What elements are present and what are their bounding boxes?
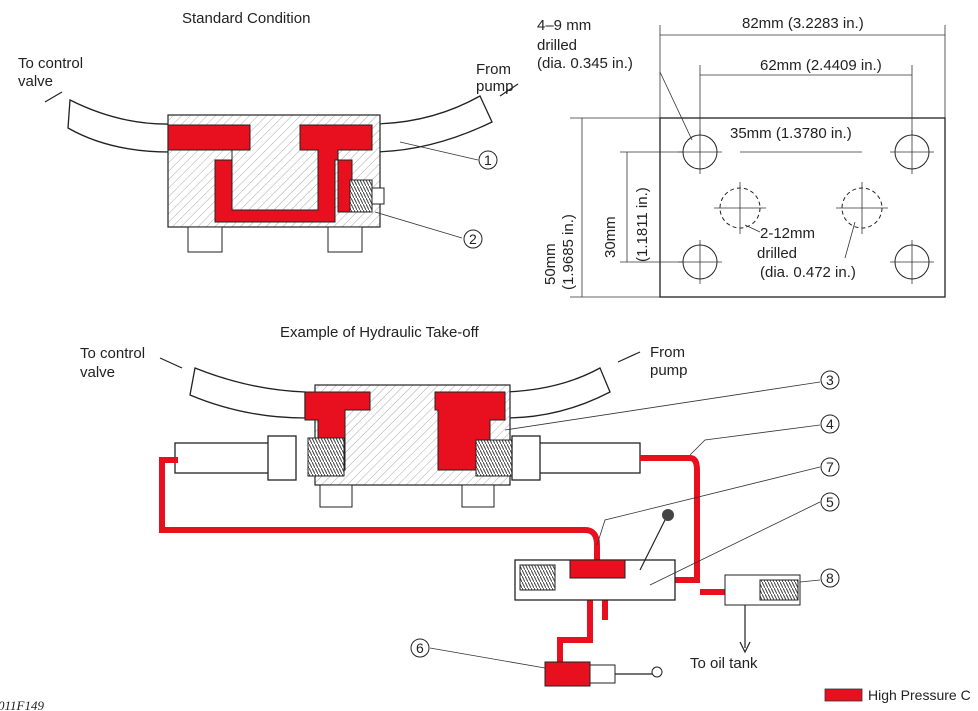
drilled-holes-12mm — [714, 182, 888, 234]
callout-3 — [820, 370, 840, 390]
mounting-plate-drawing: 82mm (3.2283 in.) 62mm (2.4409 in.) 35mm… — [537, 15, 946, 298]
callout-5-label: 5 — [826, 494, 834, 510]
height-50-label-1: 50mm — [542, 243, 559, 285]
callout-6 — [410, 638, 430, 658]
small-hole-label-1: 2-12mm — [760, 225, 815, 242]
arrow-icon — [617, 351, 641, 363]
lever-knob[interactable] — [662, 509, 674, 521]
width-82-label: 82mm (3.2283 in.) — [742, 15, 864, 32]
standard-title: Standard Condition — [182, 10, 310, 27]
hole-label-3: (dia. 0.345 in.) — [537, 55, 633, 72]
arrow-icon — [499, 83, 519, 97]
to-control-valve-label-1: To control — [18, 55, 83, 72]
callout-1-label: 1 — [484, 152, 492, 168]
small-hole-label-3: (dia. 0.472 in.) — [760, 264, 856, 281]
example-title: Example of Hydraulic Take-off — [280, 324, 480, 341]
legend-label: High Pressure C — [868, 687, 971, 703]
arrow-icon — [44, 91, 63, 103]
small-hole-label-2: drilled — [757, 245, 797, 262]
bolt-nut — [187, 226, 223, 253]
cylinder-line — [557, 600, 593, 665]
hose-fitting-right — [524, 442, 641, 474]
callout-1 — [478, 150, 498, 170]
from-pump-label-2: pump — [476, 78, 514, 95]
hydraulic-cylinder — [544, 661, 591, 687]
right-pipe — [369, 95, 493, 153]
width-62-label: 62mm (2.4409 in.) — [760, 57, 882, 74]
valve-lever[interactable] — [639, 519, 666, 571]
bolt-nut — [327, 226, 363, 253]
standard-condition-section: Standard Condition To control valve From… — [18, 10, 519, 253]
callout-2 — [463, 229, 483, 249]
callout-4-label: 4 — [826, 416, 834, 432]
callout-6-label: 6 — [416, 640, 424, 656]
to-oil-tank-label: To oil tank — [690, 655, 758, 672]
pressure-line — [630, 455, 700, 583]
callout-4 — [820, 414, 840, 434]
plug-thread — [349, 179, 373, 213]
example-to-control-valve-2: valve — [80, 364, 115, 381]
legend: High Pressure C — [824, 687, 971, 703]
legend-swatch — [824, 688, 863, 702]
callout-8-label: 8 — [826, 570, 834, 586]
arrow-icon — [159, 357, 183, 369]
hole-label-2: drilled — [537, 37, 577, 54]
callout-5 — [820, 492, 840, 512]
callout-8 — [820, 568, 840, 588]
figure-code: 011F149 — [0, 698, 44, 711]
callout-2-label: 2 — [469, 231, 477, 247]
example-from-pump-1: From — [650, 344, 685, 361]
example-to-control-valve-1: To control — [80, 345, 145, 362]
height-50-label-2: (1.9685 in.) — [560, 214, 577, 290]
pressure-line — [159, 457, 600, 560]
height-30-label-2: (1.1811 in.) — [634, 187, 651, 262]
high-pressure-channel — [167, 124, 373, 223]
from-pump-label-1: From — [476, 61, 511, 78]
hole-label-1: 4–9 mm — [537, 17, 591, 34]
hydraulic-takeoff-example: Example of Hydraulic Take-off To control… — [80, 324, 840, 687]
left-pipe — [67, 98, 171, 153]
example-from-pump-2: pump — [650, 362, 688, 379]
callout-7 — [820, 457, 840, 477]
bolt-holes — [678, 130, 934, 284]
hose-fitting-left — [174, 442, 271, 474]
width-35-label: 35mm (1.3780 in.) — [730, 125, 852, 142]
to-control-valve-label-2: valve — [18, 73, 53, 90]
callout-7-label: 7 — [826, 459, 834, 475]
height-30-label-1: 30mm — [602, 216, 619, 258]
callout-3-label: 3 — [826, 372, 834, 388]
